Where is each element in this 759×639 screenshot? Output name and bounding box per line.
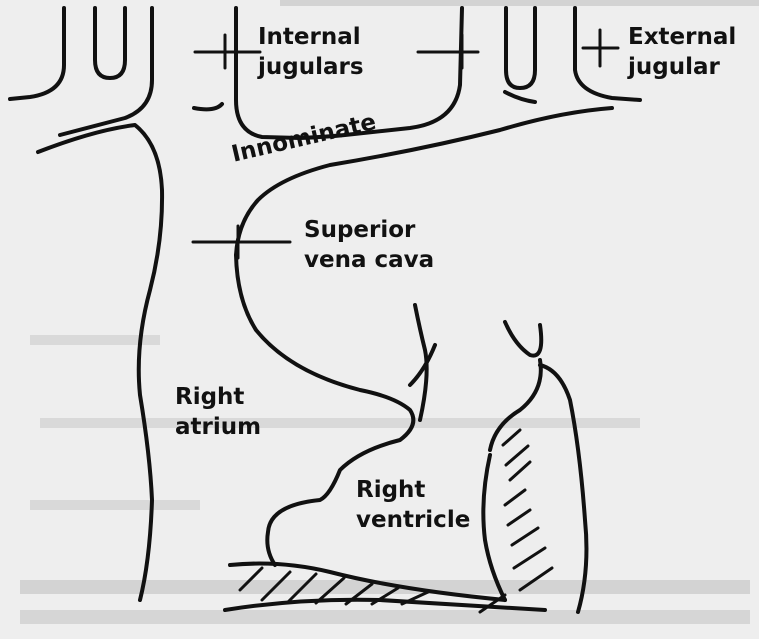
left-internal-jugular-inner xyxy=(60,8,152,135)
superior-vena-cava-line2: vena cava xyxy=(304,245,434,275)
left-internal-jugular-outline xyxy=(95,8,125,78)
external-jugular-label: External jugular xyxy=(628,22,736,82)
internal-jugulars-line2: jugulars xyxy=(258,52,364,82)
tributary-4 xyxy=(490,360,541,450)
external-jugular-line1: External xyxy=(628,22,736,52)
internal-jugulars-line1: Internal xyxy=(258,22,364,52)
tributary-2 xyxy=(410,345,435,385)
external-jugular-line2: jugular xyxy=(628,52,736,82)
innominate-top-right xyxy=(505,92,535,102)
ventricle-right-wall xyxy=(483,455,505,600)
internal-jugulars-label: Internal jugulars xyxy=(258,22,364,82)
right-ventricle-line1: Right xyxy=(356,475,470,505)
right-atrium-line2: atrium xyxy=(175,412,261,442)
tributary-3 xyxy=(505,322,541,356)
right-atrium-label: Right atrium xyxy=(175,382,261,442)
outflow-wall xyxy=(540,365,586,612)
right-ventricle-label: Right ventricle xyxy=(356,475,470,535)
superior-vena-cava-label: Superior vena cava xyxy=(304,215,434,275)
left-external-jugular-outline xyxy=(10,8,64,99)
superior-vena-cava-line1: Superior xyxy=(304,215,434,245)
innominate-upper xyxy=(194,104,222,109)
svc-left-wall xyxy=(38,125,162,600)
right-ventricle-line2: ventricle xyxy=(356,505,470,535)
right-external-jugular-a xyxy=(506,8,535,88)
right-atrium-line1: Right xyxy=(175,382,261,412)
